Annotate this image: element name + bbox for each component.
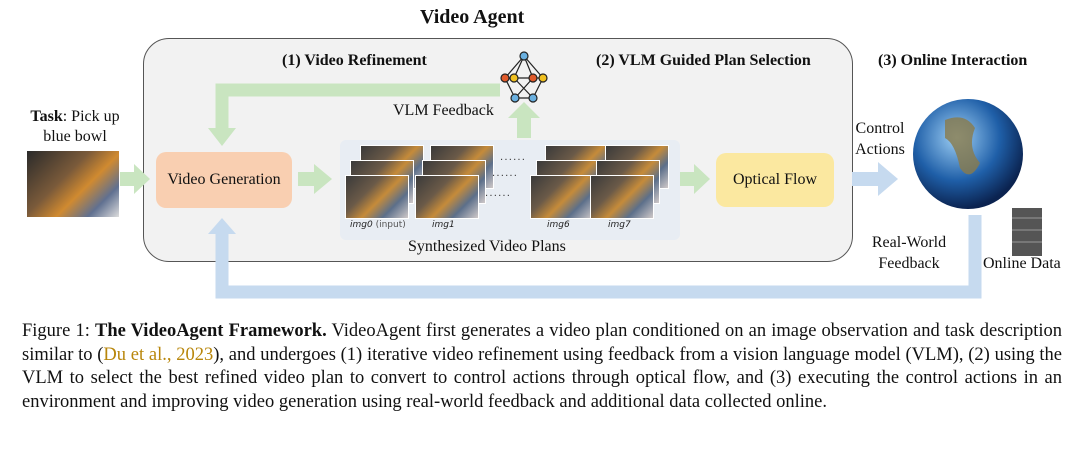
vlm-feedback-label: VLM Feedback [393,102,494,119]
refinement-loop-arrowhead [208,128,236,146]
optical-flow-box: Optical Flow [716,153,834,207]
synthesized-plans-label: Synthesized Video Plans [408,238,566,255]
section-online-interaction: (3) Online Interaction [878,52,1028,69]
figure-caption: Figure 1: The VideoAgent Framework. Vide… [22,320,1062,414]
frame-img0 [345,175,409,219]
control-actions-arrow [878,162,898,196]
frame-label-img0: img0 (input) [350,220,406,230]
ellipsis-dots-row-3: · · · · · · [485,191,510,202]
caption-text-2: ), and undergoes (1) iterative video ref… [22,344,1062,412]
section-plan-selection: (2) VLM Guided Plan Selection [596,52,811,69]
caption-label: Figure 1: [22,321,90,341]
caption-title: The VideoAgent Framework. [94,321,327,341]
control-actions-label: Control Actions [855,120,905,158]
vlm-up-arrowhead [508,102,540,118]
ellipsis-dots-row-1: · · · · · · [500,155,525,166]
real-world-feedback-label: Real-World Feedback [871,234,947,272]
plans-to-flow-arrow [694,164,710,194]
frame-label-img7: img7 [608,220,631,230]
figure-title: Video Agent [420,6,525,28]
frame-img6 [530,175,594,219]
real-world-feedback-arrow [215,215,982,299]
task-text: : Pick up blue bowl [43,108,120,145]
section-video-refinement: (1) Video Refinement [282,52,427,69]
frame-img7 [590,175,654,219]
task-description: Task: Pick up blue bowl [20,107,130,147]
task-label: Task [30,108,63,125]
video-plans-panel: · · · · · · · · · · · · · · · · · · img0… [340,140,680,240]
frame-img1 [415,175,479,219]
caption-text-1: VideoAgent first generates a video plan … [22,321,1062,365]
task-to-gen-arrow [134,164,150,194]
ellipsis-dots-row-2: · · · · · · [492,171,517,182]
frame-label-img6: img6 [547,220,570,230]
gen-to-plans-arrow [314,164,332,194]
task-observation-image [27,151,119,217]
video-generation-box: Video Generation [156,152,292,208]
frame-label-img1: img1 [432,220,455,230]
arrows-layer [120,51,1042,299]
refinement-loop-arrow [215,83,500,130]
vlm-network-icon [500,51,548,103]
citation-link[interactable]: Du et al., 2023 [103,344,214,365]
server-stack-icon [1012,208,1042,256]
online-data-label: Online Data [983,255,1061,272]
